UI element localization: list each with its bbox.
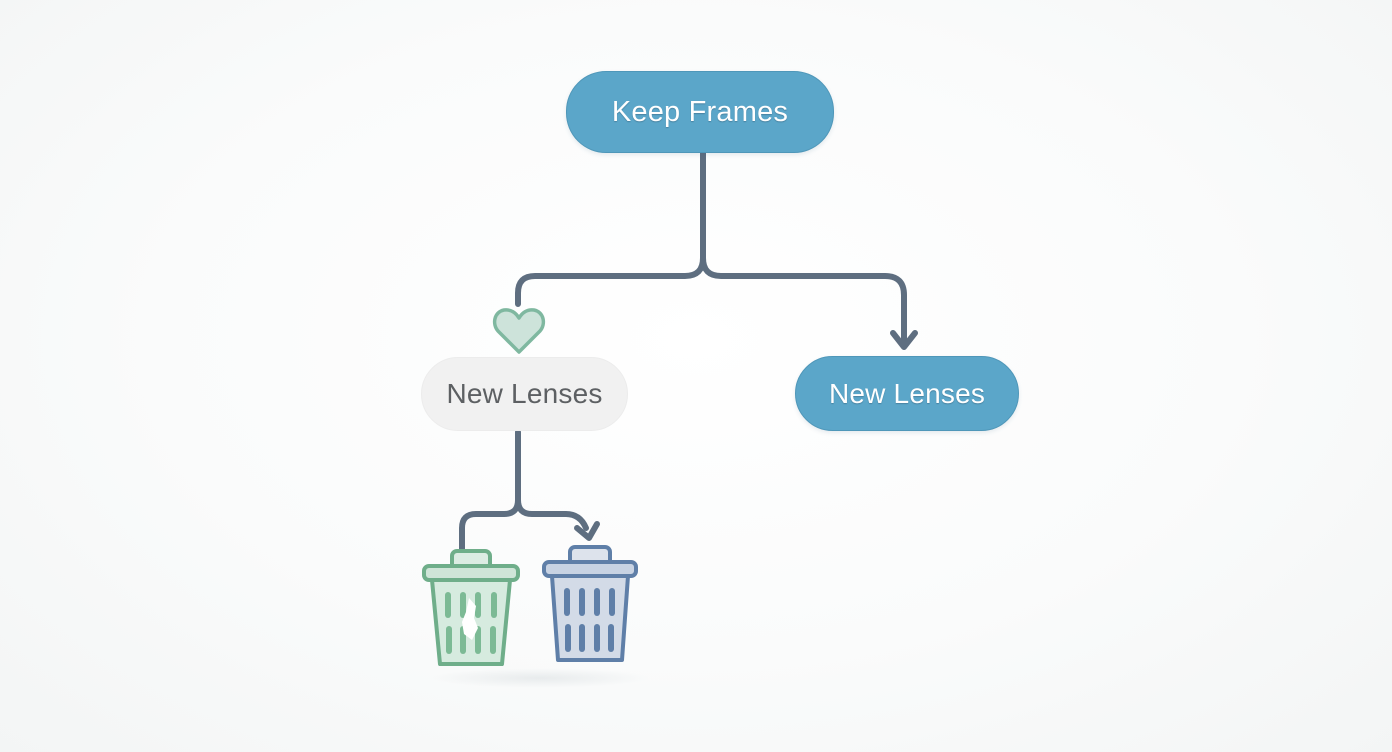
arrowhead-right xyxy=(890,330,918,350)
heart-icon xyxy=(492,306,546,356)
node-keep-frames: Keep Frames xyxy=(566,71,834,153)
node-new-lenses-right: New Lenses xyxy=(795,356,1019,431)
connector-lower-right xyxy=(515,497,589,531)
node-new-lenses-left: New Lenses xyxy=(421,357,628,431)
trash-bin-blue-icon xyxy=(540,544,640,666)
connector-trunk xyxy=(515,149,706,307)
connector-lower-trunk xyxy=(459,429,521,553)
connector-right-branch xyxy=(700,255,907,345)
trash-bin-green-icon xyxy=(420,548,522,670)
floor-shadow xyxy=(430,668,650,688)
arrowhead-lower xyxy=(574,521,600,541)
